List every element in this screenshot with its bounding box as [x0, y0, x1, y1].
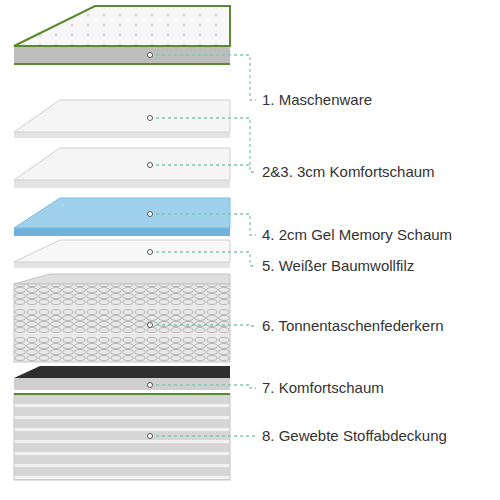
part-label: 4. 2cm Gel Memory Schaum: [262, 225, 452, 245]
part-label: 7. Komfortschaum: [262, 378, 384, 398]
leader-dots: [148, 53, 153, 439]
part-label: 6. Tonnentaschenfederkern: [262, 316, 444, 336]
part-label: 5. Weißer Baumwollfilz: [262, 256, 414, 276]
part-label: 1. Maschenware: [262, 90, 372, 110]
part-label: 2&3. 3cm Komfortschaum: [262, 162, 435, 182]
part-label: 8. Gewebte Stoffabdeckung: [262, 426, 447, 446]
leader-lines: [150, 55, 256, 436]
